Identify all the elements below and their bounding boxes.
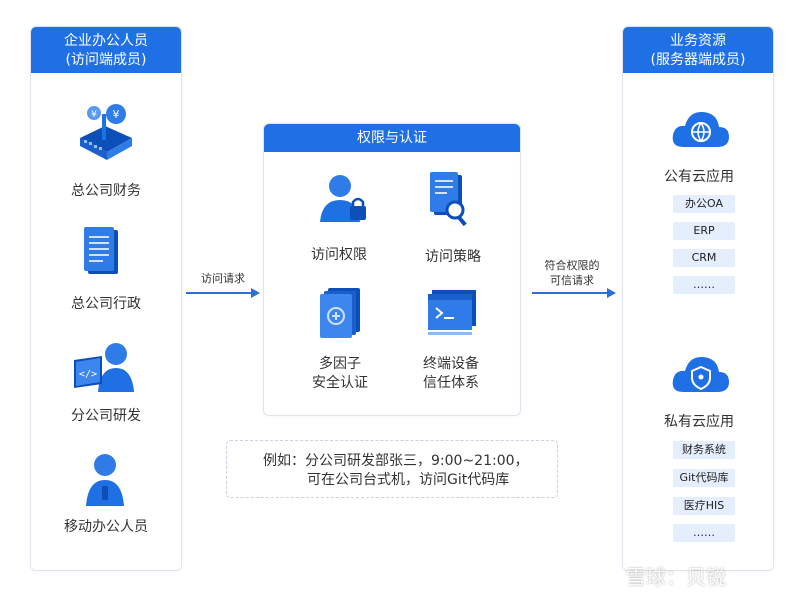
center-item-mfa-label-2: 安全认证 (312, 375, 368, 391)
center-item-access-permission-label: 访问权限 (311, 247, 367, 263)
svg-text:¥: ¥ (91, 110, 97, 120)
trusted-request-label: 符合权限的 可信请求 (532, 258, 612, 288)
example-note-line2: 可在公司台式机，访问Git代码库 (307, 472, 510, 488)
left-item-dev: 分公司研发 (56, 407, 156, 426)
public-cloud-tag: 办公OA (673, 195, 735, 213)
access-members-subtitle: (访问端成员) (65, 52, 147, 68)
center-item-terminal-trust-label-1: 终端设备 (423, 356, 479, 372)
access-request-arrowhead (251, 288, 260, 298)
public-cloud-label: 公有云应用 (664, 169, 734, 185)
cloud-shield-icon (672, 356, 729, 392)
xueqiu-watermark: 雪球：贝锐 (626, 565, 726, 589)
example-note-line1: 例如：分公司研发部张三，9:00~21:00， (263, 453, 529, 469)
center-item-access-policy-label: 访问策略 (425, 249, 481, 265)
trusted-request-label-1: 符合权限的 (544, 259, 600, 272)
user-lock-icon (320, 175, 366, 222)
example-note: 例如：分公司研发部张三，9:00~21:00， 可在公司台式机，访问Git代码库 (226, 440, 558, 498)
mobile-user-icon (86, 454, 124, 506)
trusted-request-label-2: 可信请求 (550, 274, 594, 287)
resources-title: 业务资源 (670, 33, 726, 49)
auth-panel: 权限与认证 (263, 123, 521, 416)
access-request-label: 访问请求 (201, 272, 245, 285)
policy-search-icon (430, 172, 467, 227)
center-item-terminal-trust-label-2: 信任体系 (423, 375, 479, 391)
private-cloud-tag: Git代码库 (673, 469, 735, 487)
left-item-finance-label: 总公司财务 (71, 183, 141, 199)
developer-icon: </> (74, 343, 134, 392)
private-cloud-tag: 医疗HIS (673, 497, 735, 515)
shield-layers-icon (320, 288, 360, 338)
private-cloud-label: 私有云应用 (664, 414, 734, 430)
public-cloud-tag: ERP (673, 222, 735, 240)
access-members-title: 企业办公人员 (64, 33, 148, 49)
resources-header: 业务资源 (服务器端成员) (623, 27, 773, 73)
center-item-access-policy: 访问策略 (403, 248, 503, 267)
private-cloud-tag: 财务系统 (673, 441, 735, 459)
center-item-access-permission: 访问权限 (289, 246, 389, 265)
left-item-admin-label: 总公司行政 (71, 296, 141, 312)
document-icon (84, 227, 118, 274)
svg-text:</>: </> (79, 369, 97, 380)
left-item-finance: 总公司财务 (56, 182, 156, 201)
trusted-request-arrowhead (607, 288, 616, 298)
trusted-request-arrow (532, 292, 608, 294)
public-cloud-tag: CRM (673, 249, 735, 267)
cloud-globe-icon (672, 111, 729, 147)
finance-server-icon: ¥ ¥ (80, 104, 132, 160)
center-item-terminal-trust: 终端设备 信任体系 (401, 355, 501, 393)
public-cloud-tag: …… (673, 276, 735, 294)
access-request-arrow (186, 292, 252, 294)
svg-text:¥: ¥ (113, 108, 120, 121)
private-cloud-tag: …… (673, 524, 735, 542)
left-item-dev-label: 分公司研发 (71, 408, 141, 424)
access-members-header: 企业办公人员 (访问端成员) (31, 27, 181, 73)
left-item-mobile-label: 移动办公人员 (64, 519, 148, 535)
auth-panel-title: 权限与认证 (264, 124, 520, 152)
left-item-mobile: 移动办公人员 (51, 518, 161, 537)
terminal-window-icon (428, 290, 476, 335)
center-item-mfa: 多因子 安全认证 (290, 355, 390, 393)
center-item-mfa-label-1: 多因子 (319, 356, 361, 372)
left-item-admin: 总公司行政 (56, 295, 156, 314)
resources-subtitle: (服务器端成员) (650, 52, 746, 68)
resources-panel: 业务资源 (服务器端成员) 公有云应用 办公OA ERP CRM …… 私有云应… (622, 26, 774, 571)
